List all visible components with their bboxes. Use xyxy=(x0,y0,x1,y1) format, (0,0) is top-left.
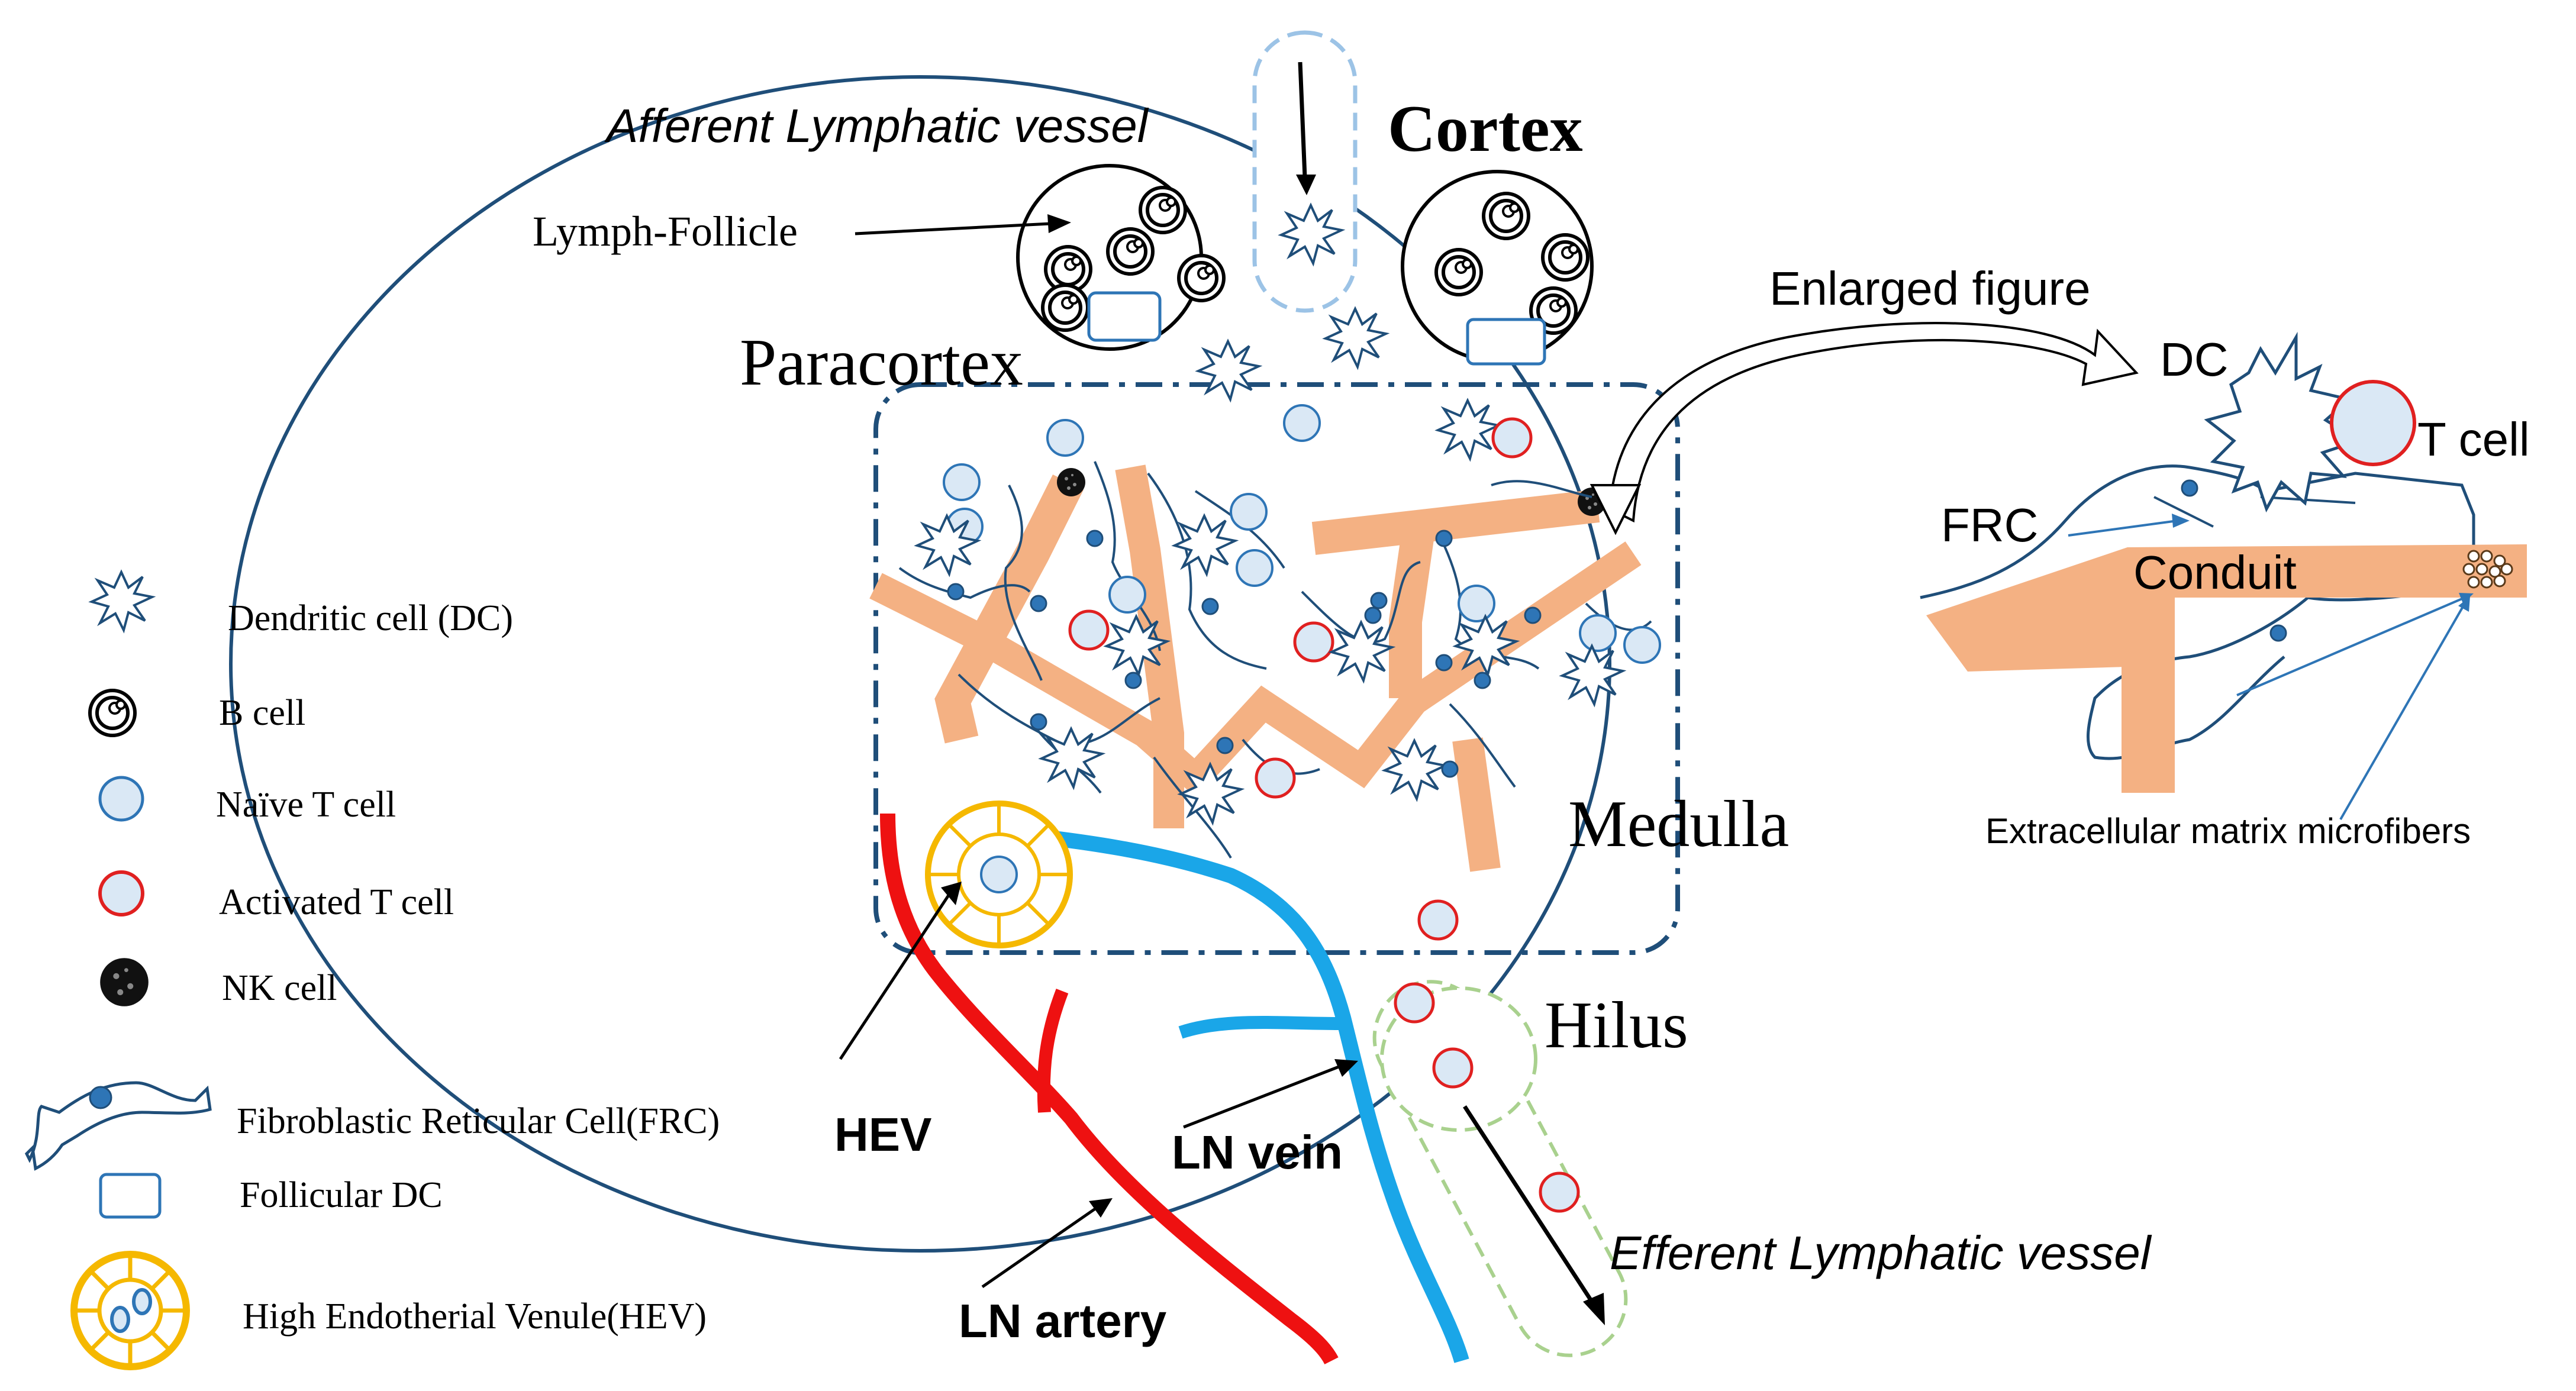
legend-label-bcell: B cell xyxy=(219,693,305,733)
naive-t-cell-icon xyxy=(98,776,144,822)
hev-structure xyxy=(925,801,1073,948)
dendritic-cell-icon xyxy=(91,571,153,631)
frc-network xyxy=(898,461,1652,859)
legend-label-frc: Fibroblastic Reticular Cell(FRC) xyxy=(237,1101,720,1141)
cortex-label: Cortex xyxy=(1388,92,1583,166)
nk-cell-icon xyxy=(100,958,149,1006)
ln-vein xyxy=(987,824,1469,1363)
ln-artery-label: LN artery xyxy=(959,1295,1167,1347)
enlarged-conduit-label: Conduit xyxy=(2133,546,2297,599)
legend-icons xyxy=(24,571,212,1370)
medulla-label: Medulla xyxy=(1568,788,1789,861)
b-cell-icon xyxy=(90,690,135,735)
legend-label-hev: High Endotherial Venule(HEV) xyxy=(243,1296,707,1337)
enlarged-t-cell-label: T cell xyxy=(2417,413,2530,466)
legend-label-dc: Dendritic cell (DC) xyxy=(228,598,513,638)
enlarged-figure xyxy=(1920,331,2527,820)
enlarged-figure-arrow xyxy=(1608,322,2139,523)
enlarged-figure-label: Enlarged figure xyxy=(1769,262,2091,315)
enlarged-frc-label: FRC xyxy=(1941,499,2038,551)
lymph-node-capsule xyxy=(229,75,1611,1253)
enlarged-ecm-label: Extracellular matrix microfibers xyxy=(1985,811,2471,851)
legend-label-fdc: Follicular DC xyxy=(240,1175,443,1215)
lymph-follicle-right xyxy=(1401,170,1594,366)
paracortex-label: Paracortex xyxy=(740,326,1023,399)
hev-label: HEV xyxy=(834,1108,932,1161)
ln-vein-label: LN vein xyxy=(1172,1126,1343,1179)
legend-label-activated: Activated T cell xyxy=(219,882,454,922)
lymph-follicle-left xyxy=(1016,164,1224,351)
frc-icon xyxy=(24,1081,212,1171)
legend-label-naive: Naïve T cell xyxy=(216,785,396,825)
efferent-label: Efferent Lymphatic vessel xyxy=(1610,1227,2152,1279)
follicular-dc-icon xyxy=(99,1173,162,1219)
lymph-follicle-label: Lymph-Follicle xyxy=(533,208,798,255)
enlarged-dc-label: DC xyxy=(2160,333,2229,386)
ln-artery xyxy=(880,813,1339,1365)
paracortex-region xyxy=(873,382,1680,955)
hev-icon xyxy=(70,1251,190,1370)
activated-t-cell-icon xyxy=(98,870,144,916)
legend-label-nk: NK cell xyxy=(222,968,337,1008)
afferent-label: Afferent Lymphatic vessel xyxy=(604,99,1149,152)
hilus-label: Hilus xyxy=(1545,989,1688,1062)
